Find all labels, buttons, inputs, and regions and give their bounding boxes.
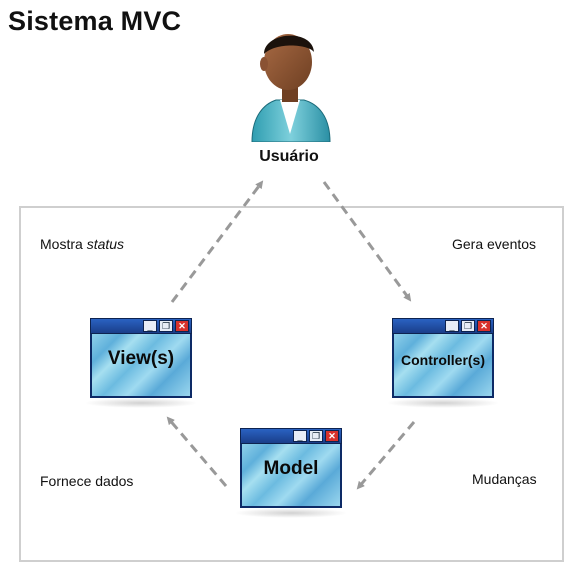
controller-window: _ ❐ ✕ Controller(s) [392,318,494,398]
controller-body [392,334,494,398]
note-show-status-prefix: Mostra [40,236,87,252]
view-body [90,334,192,398]
controller-shadow [386,398,500,408]
note-status-word: status [86,236,125,252]
note-provides-data: Fornece dados [40,473,134,489]
view-titlebar: _ ❐ ✕ [90,318,192,334]
view-shadow [84,398,198,408]
restore-icon: ❐ [159,320,173,332]
arrow-model-to-view [166,416,228,487]
minimize-icon: _ [293,430,307,442]
restore-icon: ❐ [309,430,323,442]
controller-label: Controller(s) [401,352,485,368]
view-window: _ ❐ ✕ View(s) [90,318,192,398]
minimize-icon: _ [445,320,459,332]
arrow-controller-to-model [356,421,416,490]
system-frame [19,206,564,562]
restore-icon: ❐ [461,320,475,332]
model-titlebar: _ ❐ ✕ [240,428,342,444]
user-label: Usuário [259,148,319,165]
model-label: Model [263,458,319,479]
user-icon [251,34,331,142]
minimize-icon: _ [143,320,157,332]
close-icon: ✕ [325,430,339,442]
arrow-user-to-controller [322,181,412,302]
arrow-view-to-user [170,180,264,303]
note-generate-events: Gera eventos [452,236,537,252]
diagram-title: Sistema MVC [8,6,182,36]
note-changes: Mudanças [472,471,537,487]
close-icon: ✕ [175,320,189,332]
note-show-status: Mostra status [40,236,124,252]
controller-titlebar: _ ❐ ✕ [392,318,494,334]
close-icon: ✕ [477,320,491,332]
model-body [240,444,342,508]
model-shadow [234,508,348,518]
view-label: View(s) [107,348,175,369]
model-window: _ ❐ ✕ Model [240,428,342,508]
